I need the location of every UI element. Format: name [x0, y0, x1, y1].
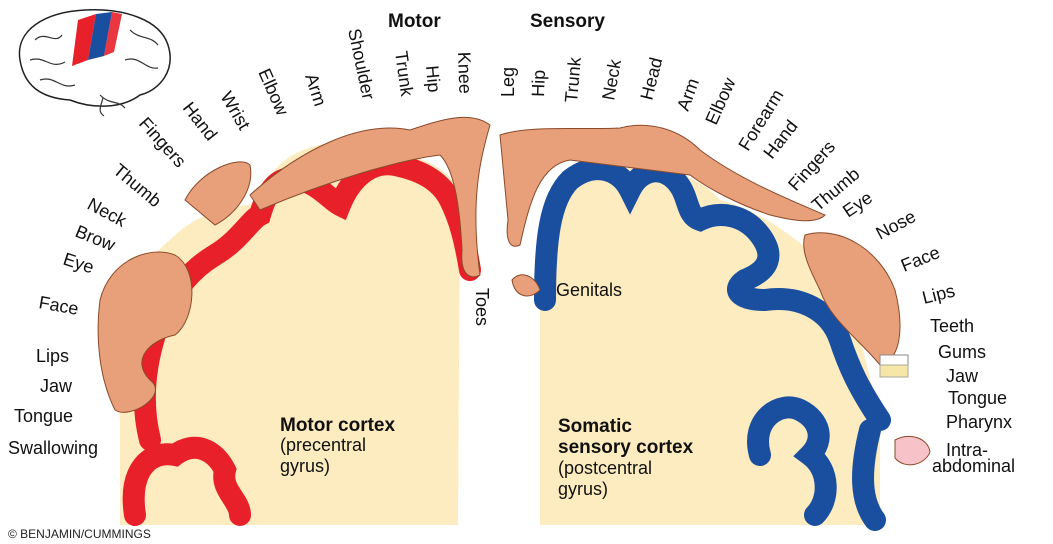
- motor-caption-title: Motor cortex: [280, 415, 396, 436]
- sensory-label: Face: [898, 242, 943, 276]
- motor-caption-line: gyrus): [280, 456, 330, 476]
- motor-header: Motor: [388, 11, 441, 32]
- sensory-label: Genitals: [556, 280, 622, 300]
- sensory-label: Teeth: [930, 316, 974, 336]
- motor-label: Thumb: [109, 160, 165, 211]
- sensory-caption-line: gyrus): [558, 479, 608, 499]
- motor-label: Fingers: [135, 113, 190, 171]
- sensory-caption-line: (postcentral: [558, 458, 652, 478]
- motor-label: Toes: [472, 288, 492, 326]
- sensory-label: Hip: [528, 69, 549, 97]
- sensory-label: Elbow: [701, 74, 740, 128]
- sensory-label: Jaw: [946, 366, 979, 386]
- sensory-label: Nose: [872, 206, 919, 243]
- motor-label: Shoulder: [344, 27, 379, 102]
- copyright-text: © BENJAMIN/CUMMINGS: [8, 527, 151, 541]
- sensory-label: Pharynx: [946, 412, 1012, 432]
- motor-label: Eye: [61, 249, 97, 278]
- motor-label: Lips: [36, 346, 69, 366]
- sensory-label: Tongue: [948, 388, 1007, 408]
- sensory-header: Sensory: [530, 11, 605, 32]
- teeth-shape: [880, 355, 908, 365]
- motor-label: Arm: [301, 71, 330, 109]
- motor-label: Elbow: [254, 65, 293, 119]
- sensory-caption-title: Somatic: [558, 416, 632, 437]
- sensory-label: Leg: [498, 67, 518, 97]
- sensory-label: Neck: [598, 57, 625, 102]
- sensory-label: Arm: [673, 76, 703, 114]
- motor-label: Jaw: [40, 376, 73, 396]
- motor-label: Knee: [454, 51, 475, 94]
- motor-label: Hip: [422, 65, 444, 94]
- sensory-label: Lips: [920, 280, 957, 307]
- sensory-label: Gums: [938, 342, 986, 362]
- sensory-label: Trunk: [561, 55, 585, 103]
- brain-inset-icon: [19, 10, 170, 116]
- sensory-label: Head: [636, 55, 666, 102]
- sensory-caption-title: sensory cortex: [558, 437, 694, 458]
- gums-shape: [880, 365, 908, 377]
- motor-label: Face: [37, 292, 80, 319]
- motor-label: Tongue: [14, 406, 73, 426]
- motor-label: Trunk: [391, 50, 417, 99]
- motor-label: Hand: [179, 98, 221, 144]
- motor-label: Swallowing: [8, 438, 98, 458]
- motor-label: Wrist: [217, 88, 255, 133]
- motor-caption-line: (precentral: [280, 435, 366, 455]
- sensory-label: abdominal: [932, 456, 1015, 476]
